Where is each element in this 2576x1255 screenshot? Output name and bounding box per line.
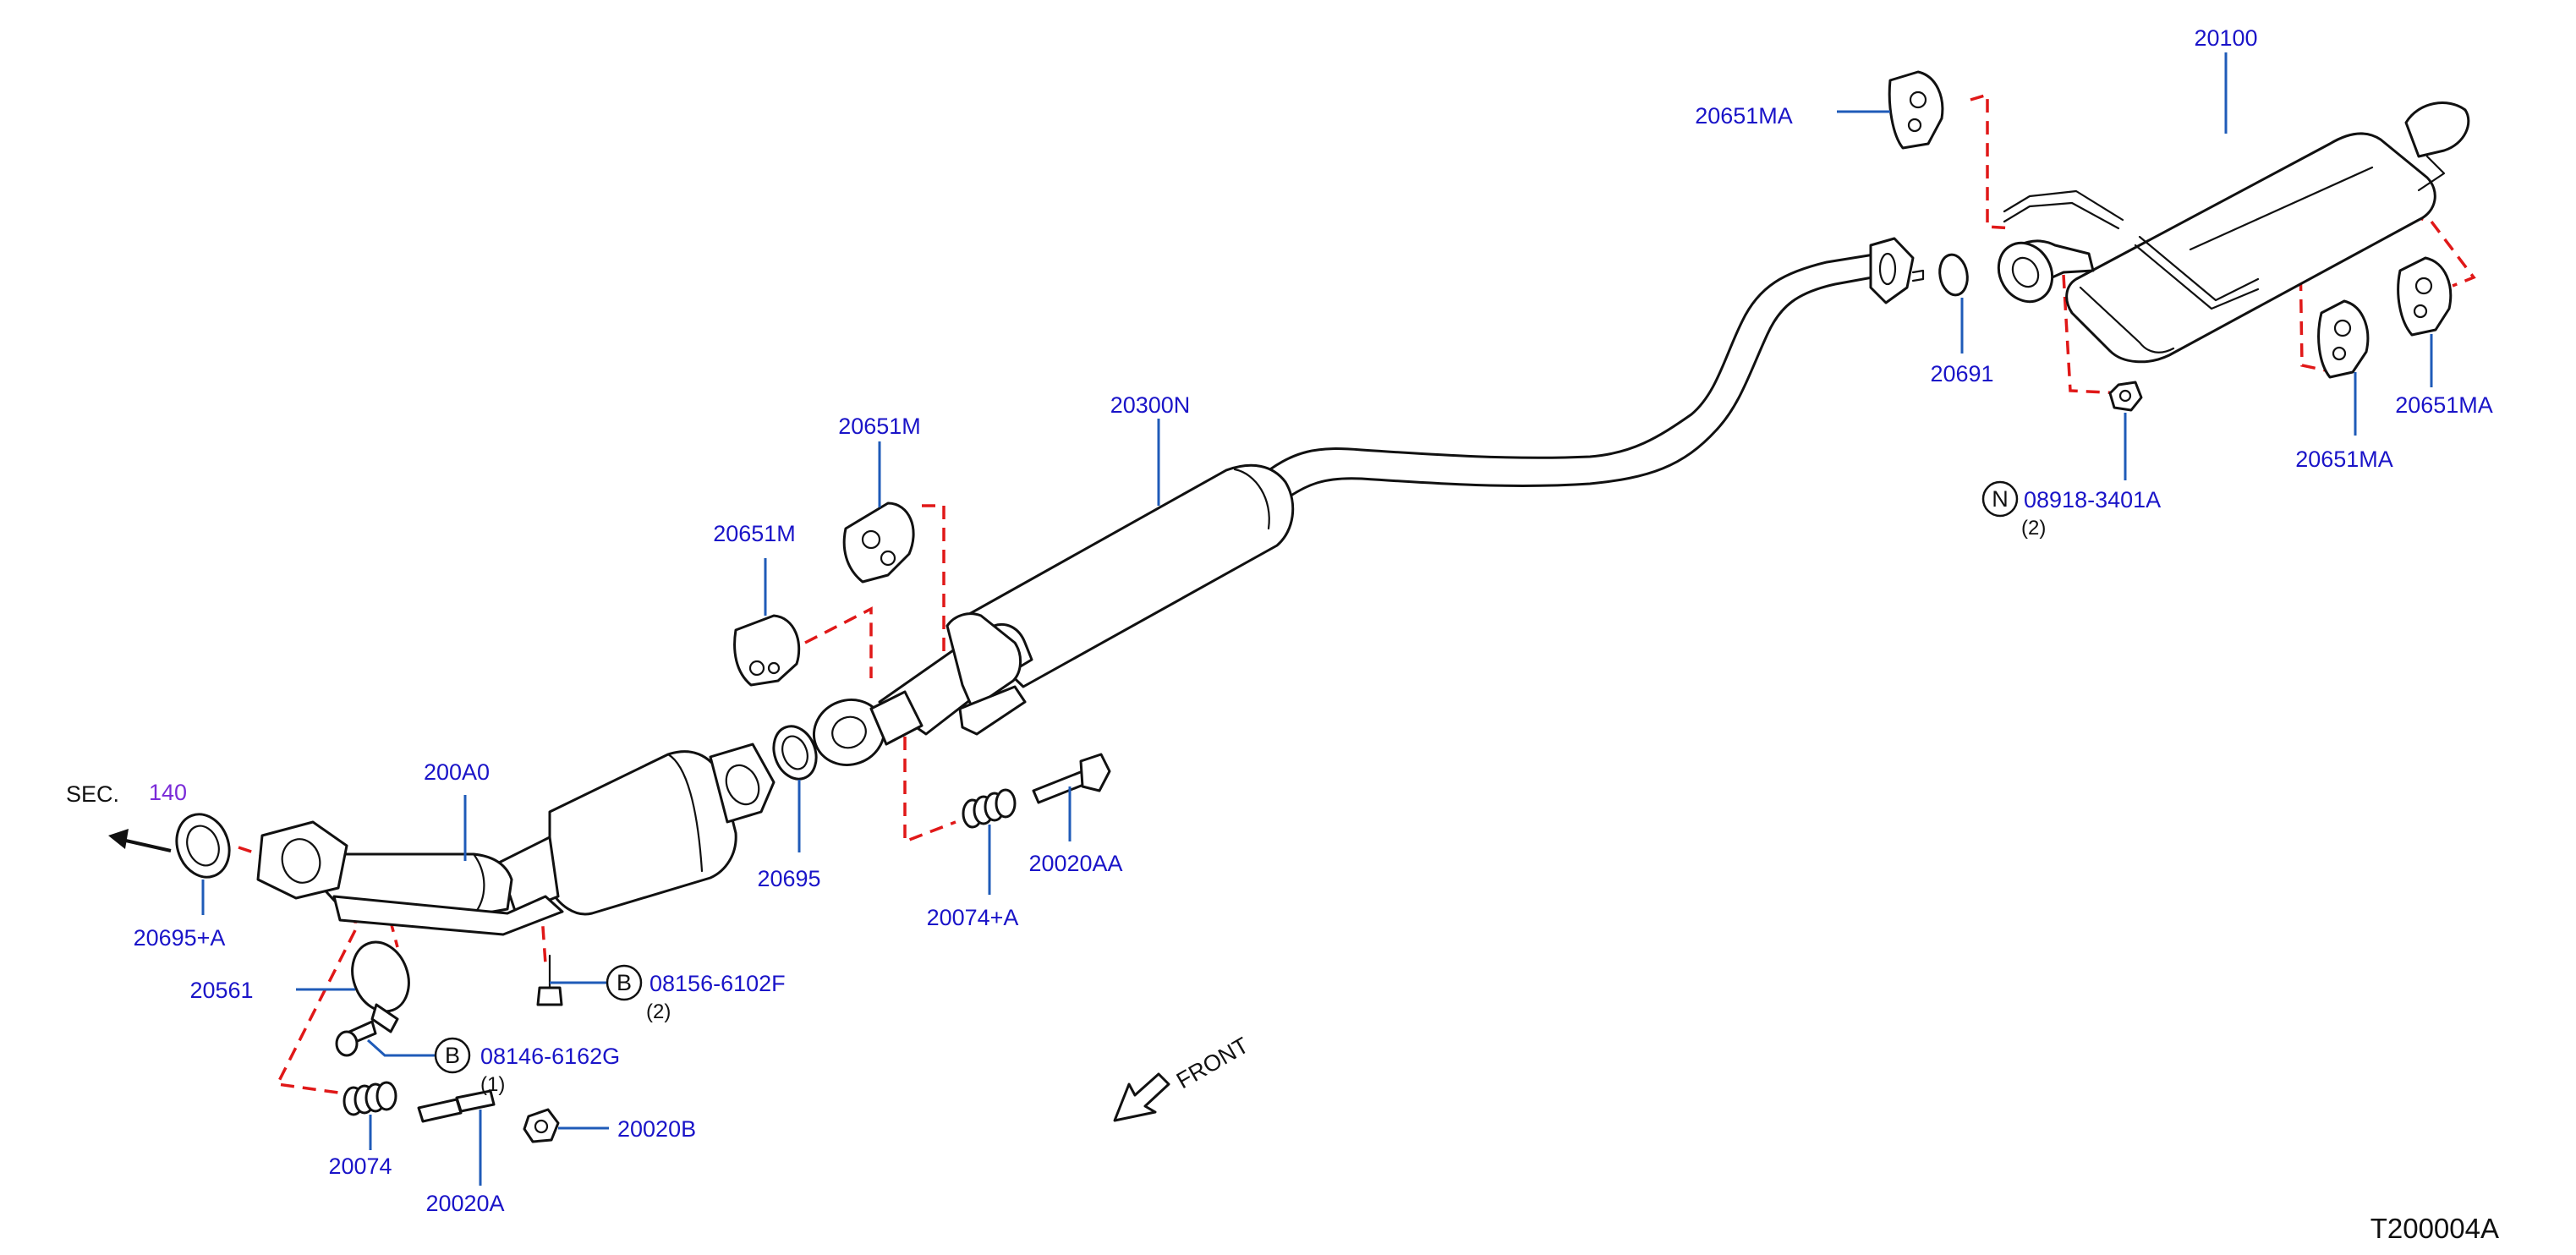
stud-20020A: [417, 1089, 496, 1123]
label-08918-3401A: 08918-3401A: [2024, 487, 2161, 512]
nut-20020B: [523, 1108, 560, 1143]
label-20691: 20691: [1930, 361, 1993, 386]
spring-20074A: [962, 788, 1017, 829]
gasket-20691: [1938, 253, 1969, 297]
nut-symbol-label: N: [1992, 486, 2009, 512]
label-20651MA-top: 20651MA: [1695, 103, 1793, 129]
dashed-connection-lines: [238, 92, 2476, 1094]
bolt-08146: [335, 1020, 377, 1057]
label-20695: 20695: [757, 866, 820, 891]
label-08156-6102F: 08156-6102F: [649, 971, 786, 996]
label-bolt2-qty: (1): [480, 1073, 505, 1096]
label-20651M-upper: 20651M: [838, 414, 921, 439]
label-20651M-lower: 20651M: [713, 521, 796, 546]
part-labels: 20100 20651MA 20691 20651MA 20651MA 0891…: [134, 25, 2493, 1216]
diagram-code: T200004A: [2370, 1213, 2499, 1244]
front-arrow-icon: [1113, 1072, 1170, 1122]
label-20100: 20100: [2194, 25, 2257, 51]
hanger-20651MA-top: [1888, 70, 1944, 150]
bolt1-symbol-label: B: [617, 970, 632, 995]
bolt-08156: [536, 954, 563, 1006]
nut-08918: [2108, 381, 2143, 412]
misc-labels: SEC. 140 FRONT T200004A: [66, 780, 2499, 1244]
symbol-circle-b2: [434, 1037, 471, 1074]
bolt2-symbol-label: B: [445, 1043, 460, 1068]
symbol-circle-n: [1981, 480, 2019, 518]
leader-lines: [201, 52, 2433, 1186]
front-pipe-catalyst: [256, 743, 776, 936]
label-08146-6162G: 08146-6162G: [480, 1044, 620, 1069]
label-nut-qty: (2): [2021, 517, 2046, 540]
label-20020A: 20020A: [425, 1191, 504, 1216]
hanger-20651MA-right: [2397, 256, 2453, 337]
spring-20074: [343, 1081, 397, 1116]
label-20020AA: 20020AA: [1028, 851, 1122, 876]
label-20651MA-mid: 20651MA: [2295, 447, 2393, 472]
label-20020B: 20020B: [617, 1116, 696, 1142]
front-label: FRONT: [1172, 1033, 1253, 1093]
clamp-20561: [351, 940, 410, 1013]
label-20300N: 20300N: [1110, 392, 1191, 418]
label-20561: 20561: [189, 978, 253, 1003]
center-pipe-resonator: [812, 237, 1925, 766]
symbol-circle-b1: [606, 964, 643, 1001]
label-20074: 20074: [328, 1154, 392, 1179]
hanger-20651M-lower: [733, 614, 801, 687]
rubber-hangers: [733, 70, 2453, 687]
label-20074A: 20074+A: [927, 905, 1019, 930]
label-200A0: 200A0: [424, 759, 490, 785]
hanger-20651M-upper: [842, 501, 915, 584]
label-20695A: 20695+A: [134, 925, 226, 951]
hanger-20651MA-mid: [2317, 299, 2370, 379]
section-number-link[interactable]: 140: [149, 780, 187, 805]
bolt-20020AA: [1032, 753, 1111, 804]
circled-symbols: N B B: [434, 480, 2019, 1074]
gasket-20695A: [175, 813, 231, 879]
label-bolt1-qty: (2): [646, 1000, 671, 1023]
small-parts: [175, 253, 2143, 1143]
section-prefix-label: SEC.: [66, 781, 119, 807]
label-20651MA-right: 20651MA: [2395, 392, 2493, 418]
left-arrow-icon: [108, 829, 172, 852]
rear-muffler: [1997, 101, 2470, 364]
